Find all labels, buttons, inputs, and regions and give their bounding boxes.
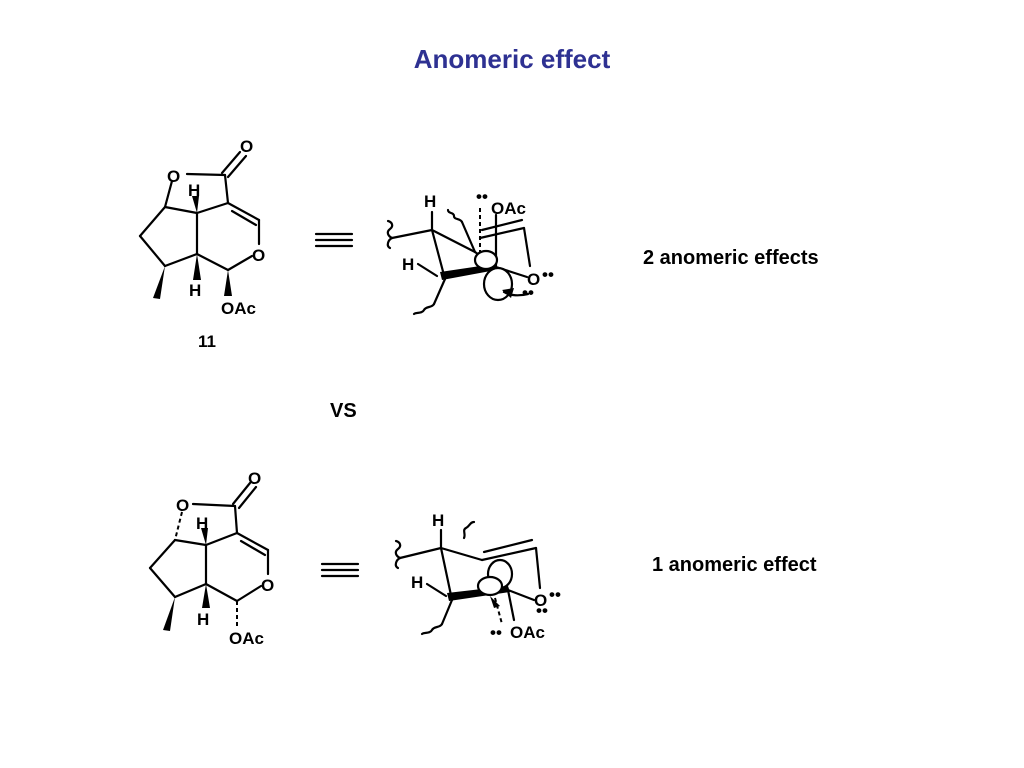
top-h-lower-label: H: [189, 281, 201, 300]
bottom-carbonyl-o-label: O: [248, 469, 261, 488]
top-conf-h-left-label: H: [402, 255, 414, 274]
bottom-h-lower-label: H: [197, 610, 209, 629]
top-structure-2d: O O O H H OAc: [138, 137, 265, 318]
bottom-conf-oac-label: OAc: [510, 623, 545, 642]
top-conf-lone-pair-2: ••: [542, 265, 554, 284]
top-conf-lone-pair-1: ••: [476, 187, 488, 206]
top-lactone-o-label: O: [167, 167, 180, 186]
bottom-ring-o-label: O: [261, 576, 274, 595]
bottom-conf-lone-pair-3: ••: [490, 623, 502, 642]
bottom-lactone-o-label: O: [176, 496, 189, 515]
top-caption: 2 anomeric effects: [643, 247, 819, 269]
bottom-equivalence-sign: [320, 562, 360, 578]
top-equivalence-sign: [314, 232, 354, 248]
top-h-upper-label: H: [188, 181, 200, 200]
top-ring-o-label: O: [252, 246, 265, 265]
bottom-conf-lone-pair-2: ••: [536, 601, 548, 620]
bottom-conf-h-left-label: H: [411, 573, 423, 592]
compound-number-11: 11: [198, 332, 216, 351]
bottom-conf-lone-pair-1: ••: [549, 585, 561, 604]
top-conf-lone-pair-3: ••: [522, 283, 534, 302]
bottom-oac-label: OAc: [229, 629, 264, 648]
bottom-conf-ring-o-label: O: [534, 591, 547, 610]
top-conf-h-top-label: H: [424, 192, 436, 211]
vs-label: VS: [330, 400, 357, 422]
top-carbonyl-o-label: O: [240, 137, 253, 156]
top-structure-conformer: H H •• OAc O •• ••: [386, 187, 554, 316]
top-conf-ring-o-label: O: [527, 270, 540, 289]
bottom-conf-h-top-label: H: [432, 511, 444, 530]
bottom-structure-2d: O O O H H OAc: [148, 469, 274, 648]
slide-title: Anomeric effect: [413, 44, 611, 74]
bottom-structure-conformer: H H O •• •• •• OAc: [394, 511, 561, 642]
top-oac-label: OAc: [221, 299, 256, 318]
top-conf-oac-label: OAc: [491, 199, 526, 218]
bottom-caption: 1 anomeric effect: [652, 554, 817, 576]
bottom-h-upper-label: H: [196, 514, 208, 533]
